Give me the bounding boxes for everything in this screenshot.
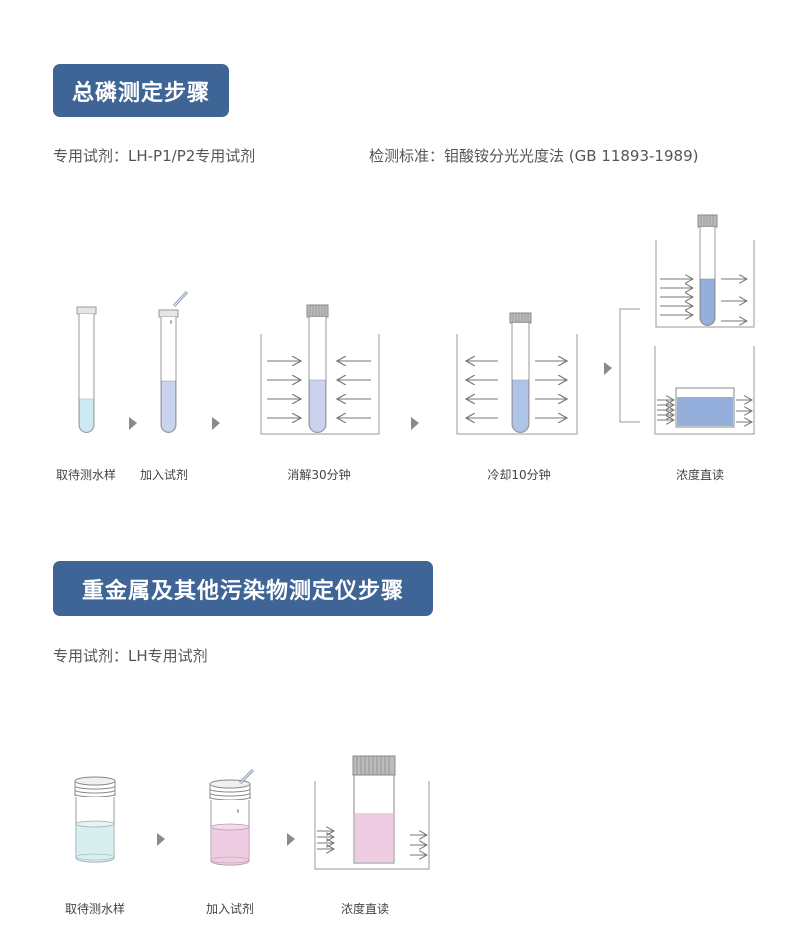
cooling-bath-icon — [456, 312, 578, 435]
step-label: 取待测水样 — [64, 902, 126, 916]
heating-bath-icon — [260, 304, 380, 435]
vial-readout-icon — [314, 755, 430, 870]
section-title-total-phosphorus: 总磷测定步骤 — [53, 64, 229, 117]
test-tube-icon — [76, 306, 97, 433]
photometer-readout-icon — [619, 214, 755, 435]
step-label: 消解30分钟 — [287, 468, 351, 482]
sample-vial-icon — [74, 776, 116, 863]
step-arrow-icon — [604, 362, 612, 375]
step-label: 冷却10分钟 — [487, 468, 551, 482]
step-label: 加入试剂 — [205, 902, 255, 916]
step-arrow-icon — [287, 833, 295, 846]
step-label: 浓度直读 — [675, 468, 725, 482]
section-title-heavy-metal: 重金属及其他污染物测定仪步骤 — [53, 561, 433, 616]
vial-pipette-icon — [209, 768, 255, 866]
test-tube-pipette-icon — [158, 290, 189, 433]
standard-info: 检测标准：钼酸铵分光光度法 (GB 11893-1989) — [369, 147, 699, 165]
reagent-info-2: 专用试剂：LH专用试剂 — [53, 647, 208, 665]
step-arrow-icon — [129, 417, 137, 430]
step-label: 浓度直读 — [340, 902, 390, 916]
step-arrow-icon — [157, 833, 165, 846]
reagent-info: 专用试剂：LH-P1/P2专用试剂 — [53, 147, 256, 165]
step-label: 取待测水样 — [55, 468, 117, 482]
step-label: 加入试剂 — [139, 468, 189, 482]
step-arrow-icon — [411, 417, 419, 430]
step-arrow-icon — [212, 417, 220, 430]
